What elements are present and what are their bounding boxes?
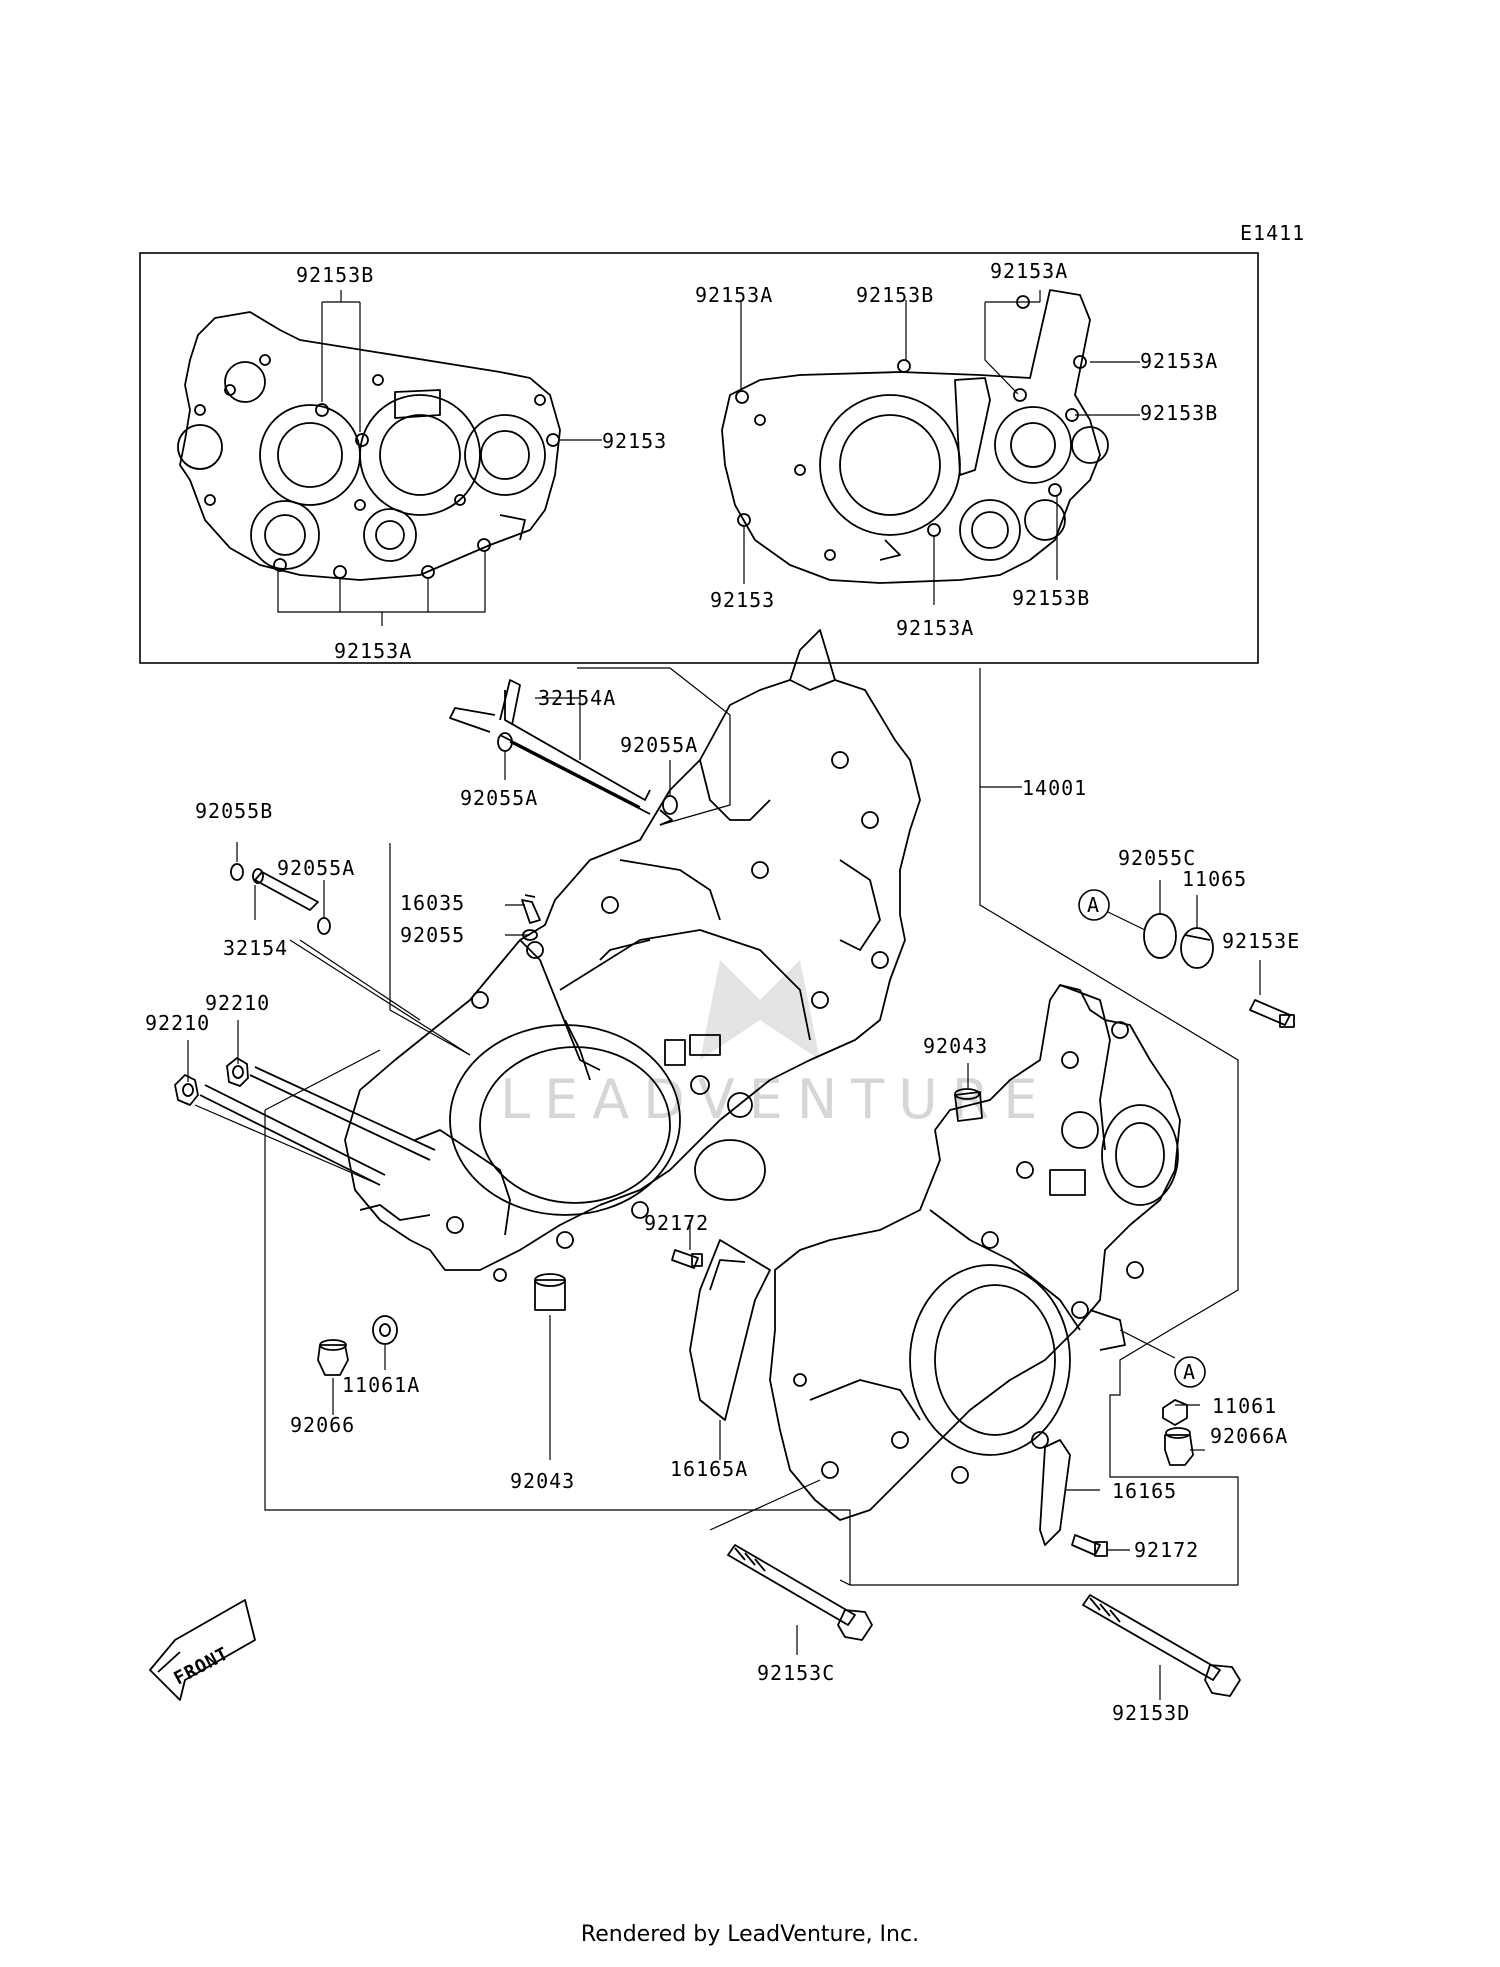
label-92153B-top-right-2: 92153B [1140, 401, 1218, 425]
part-32154 [252, 868, 319, 911]
watermark-logo [700, 960, 820, 1060]
front-arrow: FRONT [149, 1599, 256, 1701]
part-92043-1 [954, 1088, 983, 1122]
gasket-16165A [689, 1239, 771, 1421]
inset-frame [139, 252, 1259, 664]
inset-left-leaders [277, 290, 602, 626]
label-92153A-bottom-right: 92153A [896, 616, 974, 640]
label-11061: 11061 [1212, 1394, 1277, 1418]
label-16035: 16035 [400, 891, 465, 915]
label-92055C: 92055C [1118, 846, 1196, 870]
part-92153D [1082, 1594, 1241, 1697]
label-92043-2: 92043 [510, 1469, 575, 1493]
label-92153B-top-left: 92153B [296, 263, 374, 287]
label-92172-2: 92172 [1134, 1538, 1199, 1562]
part-11061 [1162, 1399, 1188, 1426]
label-92153D: 92153D [1112, 1701, 1190, 1725]
part-92066 [317, 1339, 349, 1376]
part-92043-2 [534, 1273, 566, 1311]
assembly-leaders [194, 667, 1239, 1586]
label-92153-right: 92153 [710, 588, 775, 612]
diagram-code: E1411 [1240, 221, 1305, 245]
label-92043-1: 92043 [923, 1034, 988, 1058]
part-32154A [449, 679, 673, 826]
label-11065: 11065 [1182, 867, 1247, 891]
label-92055A-2: 92055A [460, 786, 538, 810]
inset-right-case [721, 289, 1109, 584]
label-32154A: 32154A [538, 686, 616, 710]
callout-a-1: A [1078, 889, 1110, 921]
label-92055: 92055 [400, 923, 465, 947]
label-92055A-3: 92055A [277, 856, 355, 880]
part-labels: 92153B 92153 92153A 92153A 92153B 92153A… [145, 259, 1300, 1725]
right-crankcase-half [769, 984, 1181, 1521]
callout-a-2: A [1174, 1356, 1206, 1388]
callout-a-2-label: A [1183, 1360, 1196, 1384]
front-label: FRONT [170, 1643, 232, 1689]
stud [199, 1066, 436, 1186]
part-92066A [1164, 1427, 1194, 1466]
label-92153-left: 92153 [602, 429, 667, 453]
label-92153C: 92153C [757, 1661, 835, 1685]
part-11065 [1180, 927, 1214, 969]
label-92210-a: 92210 [145, 1011, 210, 1035]
part-16035 [521, 894, 541, 924]
label-92153A-top-right-3: 92153A [1140, 349, 1218, 373]
part-92153E [1249, 999, 1295, 1028]
part-92172-2 [1071, 1534, 1108, 1557]
label-92153B-top-right-1: 92153B [856, 283, 934, 307]
inset-left-case [177, 311, 561, 581]
label-92153A-top-right-1: 92153A [695, 283, 773, 307]
label-92153E: 92153E [1222, 929, 1300, 953]
label-11061A: 11061A [342, 1373, 420, 1397]
left-crankcase-half [344, 629, 921, 1282]
label-92153A-bottom-left: 92153A [334, 639, 412, 663]
label-92172-1: 92172 [644, 1211, 709, 1235]
label-14001: 14001 [1022, 776, 1087, 800]
part-92153C [727, 1544, 873, 1641]
inset-right-leaders [740, 290, 1140, 605]
label-32154: 32154 [223, 936, 288, 960]
callout-a-1-label: A [1087, 893, 1100, 917]
label-16165A: 16165A [670, 1457, 748, 1481]
part-leaders [187, 697, 1261, 1700]
part-92210 [174, 1057, 249, 1106]
part-11061A [372, 1315, 398, 1345]
part-92172-1 [671, 1249, 703, 1269]
label-92066: 92066 [290, 1413, 355, 1437]
gasket-16165 [1039, 1439, 1071, 1546]
label-92210-b: 92210 [205, 991, 270, 1015]
label-92066A: 92066A [1210, 1424, 1288, 1448]
label-92153B-bottom-right: 92153B [1012, 586, 1090, 610]
footer-credit: Rendered by LeadVenture, Inc. [580, 1922, 920, 1947]
label-16165: 16165 [1112, 1479, 1177, 1503]
label-92055A-1: 92055A [620, 733, 698, 757]
label-92055B: 92055B [195, 799, 273, 823]
o-rings [230, 732, 1177, 959]
label-92153A-top-right-2: 92153A [990, 259, 1068, 283]
